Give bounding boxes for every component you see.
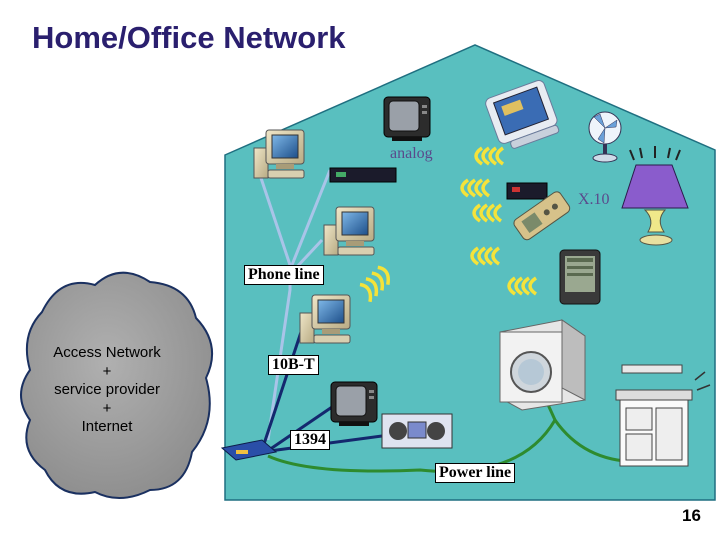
page-title: Home/Office Network	[32, 20, 346, 55]
television-icon	[330, 381, 378, 427]
phone-line-wire	[290, 169, 332, 266]
set-top-box-icon	[329, 167, 397, 183]
power-line-label: Power line	[435, 463, 516, 483]
wireless-wave-icon	[359, 265, 390, 303]
router-icon	[220, 439, 278, 461]
cloud-label-line: +	[102, 362, 112, 380]
ethernet-10bt-label: 10B-T	[268, 355, 319, 375]
ieee1394-label: 1394	[290, 430, 330, 450]
television-icon	[383, 96, 431, 142]
cloud-label-line: service provider	[54, 381, 160, 398]
pda-icon	[559, 249, 601, 305]
cloud-label-line: +	[102, 399, 112, 417]
page-number: 16	[682, 506, 701, 525]
desktop-computer-icon	[253, 129, 305, 179]
wireless-phone-icon	[513, 191, 571, 241]
cloud-label: Access Network + service provider + Inte…	[32, 344, 182, 437]
ethernet-wire	[260, 319, 307, 451]
cloud-label-line: Internet	[81, 418, 133, 435]
phone-line-label: Phone line	[244, 265, 324, 285]
x10-label: X.10	[578, 191, 610, 208]
fan-icon	[588, 111, 622, 163]
cloud-label-line: Access Network	[53, 344, 161, 361]
washing-machine-icon	[499, 319, 586, 411]
x10-controller-icon	[506, 182, 548, 200]
ethernet-wire	[265, 403, 336, 454]
stove-icon	[615, 364, 711, 467]
web-tablet-icon	[485, 79, 560, 149]
stereo-icon	[381, 413, 453, 449]
lamp-icon	[621, 146, 689, 246]
analog-label: analog	[390, 145, 433, 162]
internet-cloud	[20, 271, 213, 499]
